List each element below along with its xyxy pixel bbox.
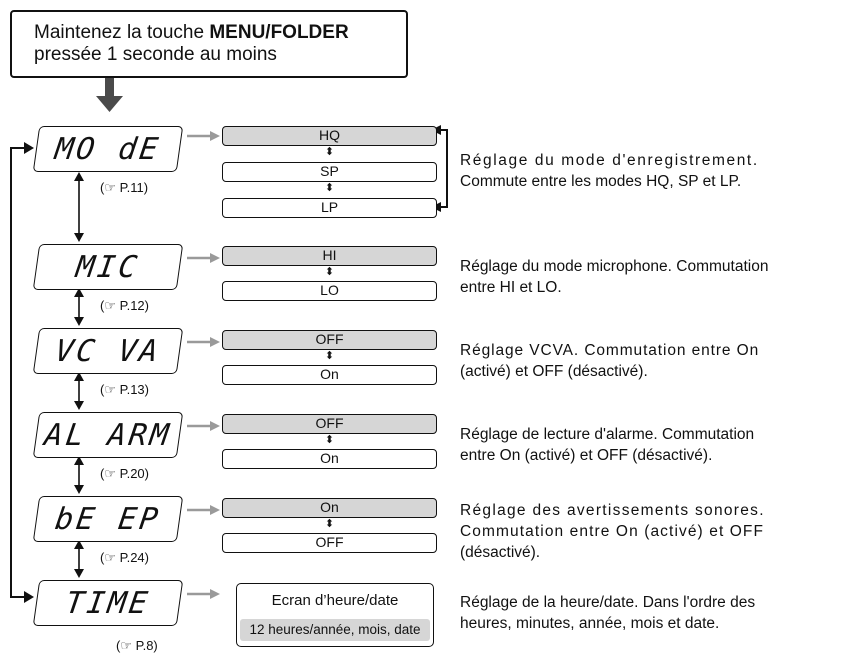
option-beep-off: OFF <box>222 533 437 553</box>
option-sp: SP <box>222 162 437 182</box>
menu-folder-key-label: MENU/FOLDER <box>209 22 349 43</box>
option-vcva-off: OFF <box>222 330 437 350</box>
option-lo: LO <box>222 281 437 301</box>
up-down-arrow-icon: ⬍ <box>324 182 335 194</box>
up-down-arrow-icon: ⬍ <box>324 146 335 158</box>
lcd-beep: bE EP <box>32 496 184 542</box>
lcd-mode: MO dE <box>32 126 184 172</box>
up-down-arrow-icon: ⬍ <box>324 518 335 530</box>
instruction-line-1: Maintenez la touche MENU/FOLDER <box>34 22 349 43</box>
date-time-format: 12 heures/année, mois, date <box>240 619 430 641</box>
down-arrow-shaft <box>105 78 114 98</box>
desc-beep: Réglage des avertissements sonores. Comm… <box>460 502 765 561</box>
date-time-screen-box: Ecran d’heure/date 12 heures/année, mois… <box>236 583 434 647</box>
lcd-vcva: VC VA <box>32 328 184 374</box>
lcd-mic: MIC <box>32 244 184 290</box>
option-vcva-on: On <box>222 365 437 385</box>
page-ref-beep: (☞ P.24) <box>100 550 149 565</box>
instruction-box: Maintenez la touche MENU/FOLDER pressée … <box>10 10 408 78</box>
down-arrow-head <box>96 96 123 112</box>
option-beep-on: On <box>222 498 437 518</box>
desc-mic: Réglage du mode microphone. Commutation … <box>460 258 769 296</box>
option-alarm-off: OFF <box>222 414 437 434</box>
page-ref-alarm: (☞ P.20) <box>100 466 149 481</box>
up-down-arrow-icon: ⬍ <box>324 350 335 362</box>
option-hq: HQ <box>222 126 437 146</box>
lcd-time: TIME <box>32 580 184 626</box>
date-time-screen-title: Ecran d’heure/date <box>271 592 399 609</box>
option-alarm-on: On <box>222 449 437 469</box>
instruction-line-2: pressée 1 seconde au moins <box>34 44 277 65</box>
page-ref-time: (☞ P.8) <box>116 638 158 653</box>
lcd-alarm: AL ARM <box>32 412 184 458</box>
page-ref-mode: (☞ P.11) <box>100 180 149 195</box>
up-down-arrow-icon: ⬍ <box>324 266 335 278</box>
up-down-arrow-icon: ⬍ <box>324 434 335 446</box>
page-ref-mic: (☞ P.12) <box>100 298 149 313</box>
desc-alarm: Réglage de lecture d'alarme. Commutation… <box>460 426 755 464</box>
option-hi: HI <box>222 246 437 266</box>
desc-vcva: Réglage VCVA. Commutation entre On (acti… <box>460 342 760 380</box>
desc-mode: Réglage du mode d'enregistrement. Commut… <box>460 152 759 190</box>
desc-time: Réglage de la heure/date. Dans l'ordre d… <box>460 594 756 632</box>
page-ref-vcva: (☞ P.13) <box>100 382 149 397</box>
option-lp: LP <box>222 198 437 218</box>
